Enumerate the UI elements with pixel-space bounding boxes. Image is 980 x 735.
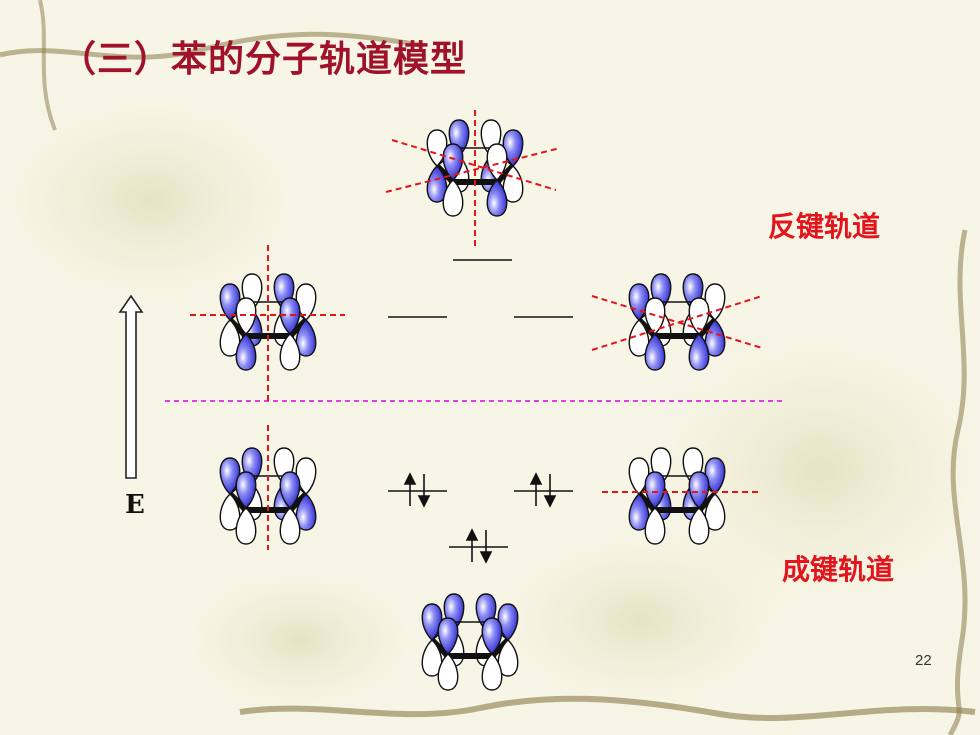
- orbital-psi6: [385, 110, 561, 248]
- electron-pair-psi3: [529, 472, 557, 508]
- energy-arrow: [118, 294, 144, 479]
- p-orbital-lobe: [688, 507, 710, 545]
- p-orbital-lobe: [295, 319, 317, 357]
- orbital-psi1: [421, 593, 519, 691]
- p-orbital-lobe: [279, 507, 301, 545]
- page-title: （三）苯的分子轨道模型: [60, 39, 468, 80]
- p-orbital-lobe: [442, 179, 464, 217]
- p-orbital-lobe: [219, 319, 241, 357]
- p-orbital-lobe: [235, 333, 257, 371]
- bonding-label: 成键轨道: [782, 553, 895, 586]
- orbital-psi4: [190, 245, 345, 405]
- electron-pair-psi1: [465, 528, 493, 564]
- front-bond: [636, 491, 718, 513]
- p-orbital-lobe: [295, 493, 317, 531]
- page-number: 22: [915, 652, 932, 669]
- orbital-psi2: [219, 425, 317, 550]
- front-bond: [429, 637, 511, 659]
- energy-levels: [388, 259, 573, 548]
- orbital-psi3: [602, 447, 762, 545]
- p-orbital-lobe: [481, 653, 503, 691]
- p-orbital-lobe: [628, 493, 650, 531]
- p-orbital-lobe: [497, 639, 519, 677]
- p-orbital-lobe: [628, 319, 650, 357]
- p-orbital-lobe: [235, 471, 257, 509]
- bottom-vine: [239, 695, 976, 721]
- p-orbital-lobe: [279, 333, 301, 371]
- p-orbital-lobe: [426, 165, 448, 203]
- p-orbital-lobe: [279, 471, 301, 509]
- orbital-diagrams: [190, 110, 763, 691]
- p-orbital-lobe: [437, 653, 459, 691]
- p-orbital-lobe: [421, 639, 443, 677]
- p-orbital-lobe: [219, 493, 241, 531]
- top-vine: [0, 31, 421, 60]
- front-bond: [636, 317, 718, 339]
- right-vine: [947, 229, 968, 735]
- p-orbital-lobe: [437, 617, 459, 655]
- nodal-plane: [391, 139, 557, 191]
- p-orbital-lobe: [442, 143, 464, 181]
- p-orbital-lobe: [704, 319, 726, 357]
- p-orbital-lobe: [704, 493, 726, 531]
- nodal-plane: [385, 147, 561, 193]
- antibonding-label: 反键轨道: [768, 210, 881, 243]
- p-orbital-lobe: [481, 617, 503, 655]
- electron-pair-psi2: [403, 472, 431, 508]
- p-orbital-lobe: [688, 471, 710, 509]
- p-orbital-lobe: [644, 297, 666, 335]
- electron-pairs: [403, 472, 557, 564]
- p-orbital-lobe: [486, 179, 508, 217]
- p-orbital-lobe: [644, 471, 666, 509]
- p-orbital-lobe: [644, 507, 666, 545]
- p-orbital-lobe: [688, 333, 710, 371]
- p-orbital-lobe: [235, 507, 257, 545]
- p-orbital-lobe: [644, 333, 666, 371]
- orbital-psi5: [591, 273, 763, 371]
- energy-axis-label: E: [125, 490, 145, 520]
